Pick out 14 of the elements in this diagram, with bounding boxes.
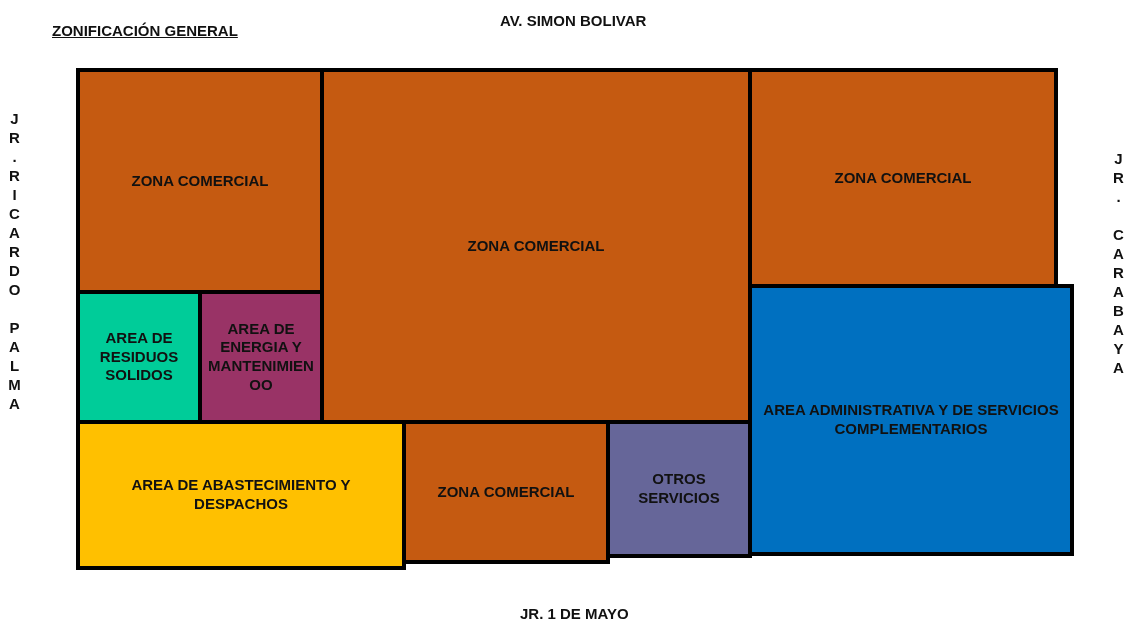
zone-label: ZONA COMERCIAL — [467, 236, 605, 256]
zone-label: ZONA COMERCIAL — [131, 171, 269, 191]
zone-label: OTROS SERVICIOS — [637, 470, 721, 508]
zone-label: ZONA COMERCIAL — [834, 168, 972, 188]
zone-label: AREA ADMINISTRATIVA Y DE SERVICIOS COMPLEMENTARIOS — [762, 401, 1060, 439]
zone-label: ZONA COMERCIAL — [437, 482, 575, 502]
zone-label: AREA DE ABASTECIMIENTO Y DESPACHOS — [130, 476, 352, 514]
zone-label: AREA DE RESIDUOS SOLIDOS — [98, 328, 180, 386]
map-title: ZONIFICACIÓN GENERAL — [52, 22, 238, 39]
street-name: AV. SIMON BOLIVAR — [500, 12, 647, 29]
street-name: JR.RICARDO PALMA — [6, 110, 23, 414]
street-name: JR. CARABAYA — [1110, 150, 1127, 378]
street-name: JR. 1 DE MAYO — [520, 605, 629, 622]
zone-label: AREA DE ENERGIA Y MANTENIMIEN OO — [207, 319, 315, 395]
